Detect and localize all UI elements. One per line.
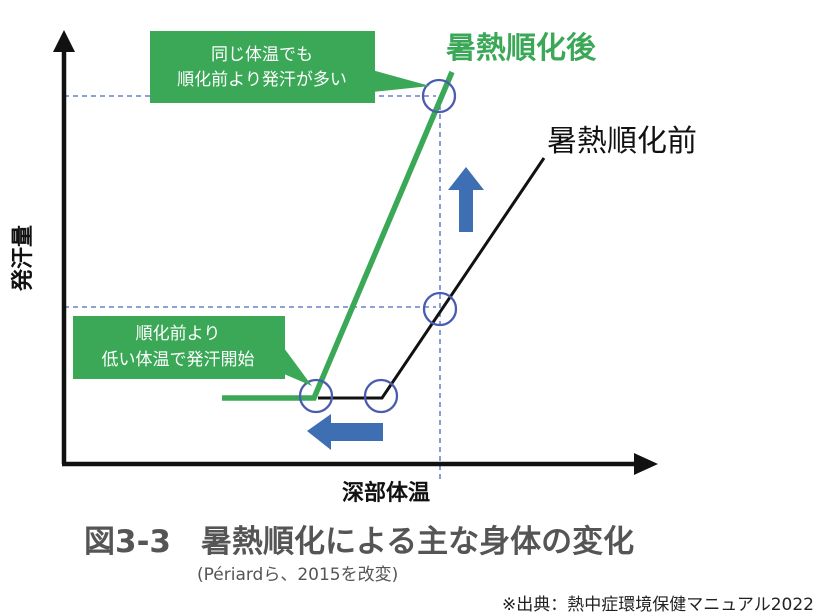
arrow-left-icon xyxy=(307,414,383,450)
circle-before-sweat xyxy=(422,291,458,327)
callout-bottom-line2: 低い体温で発汗開始 xyxy=(102,350,255,370)
circle-before-onset xyxy=(363,378,399,414)
figure-caption: 図3-3 暑熱順化による主な身体の変化 xyxy=(84,516,634,561)
x-axis-arrowhead xyxy=(634,453,658,475)
series-line-after xyxy=(222,70,455,401)
circle-after-sweat xyxy=(421,78,457,114)
arrow-up-icon xyxy=(448,167,484,232)
y-axis-label: 発汗量 xyxy=(11,225,36,292)
callout-bottom: 順化前より 低い体温で発汗開始 xyxy=(73,316,312,386)
highlight-circles xyxy=(298,78,458,414)
callout-top: 同じ体温でも 順化前より発汗が多い xyxy=(150,31,430,103)
figure-title: 暑熱順化による主な身体の変化 xyxy=(201,524,635,560)
callout-top-line2: 順化前より発汗が多い xyxy=(177,70,347,90)
source-note: ※出典：熱中症環境保健マニュアル2022 xyxy=(502,595,814,615)
series-label-before: 暑熱順化前 xyxy=(547,124,697,159)
figure-note: (Périardら、2015を改変) xyxy=(197,565,399,585)
figure-number: 図3-3 xyxy=(84,524,172,560)
y-axis-arrowhead xyxy=(53,30,75,52)
x-axis-label: 深部体温 xyxy=(342,480,430,506)
circle-after-onset xyxy=(298,378,334,414)
axes xyxy=(53,30,658,475)
callout-top-line1: 同じ体温でも xyxy=(211,45,313,65)
series-line-before xyxy=(318,157,546,400)
series-label-after: 暑熱順化後 xyxy=(446,31,597,66)
guide-lines xyxy=(64,95,441,482)
callout-bottom-line1: 順化前より xyxy=(136,324,221,344)
